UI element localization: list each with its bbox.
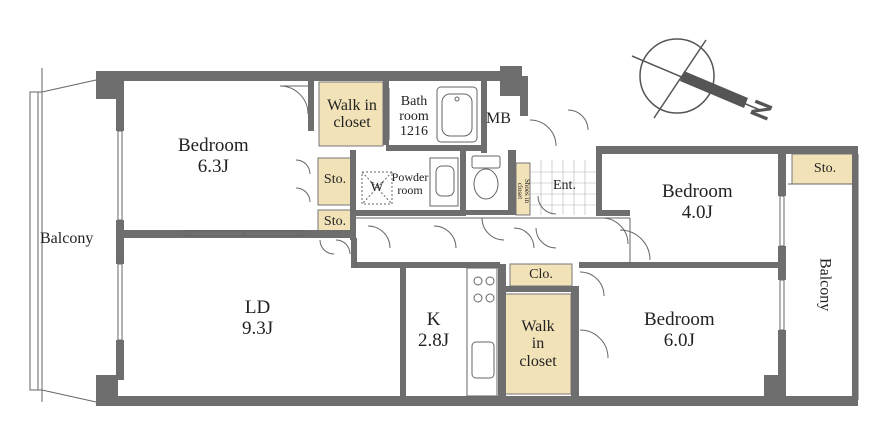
walk-in-closet-nw-line2: closet	[333, 114, 371, 132]
bedroom-se-name: Bedroom	[644, 309, 715, 330]
ld-label: LD 9.3J	[242, 297, 274, 339]
kitchen-name: K	[426, 309, 441, 330]
bedroom-se-size: 6.0J	[663, 329, 695, 351]
thin-lines	[29, 68, 859, 403]
balcony-east-label: Balcony	[816, 257, 834, 312]
kitchen-label: K 2.8J	[418, 309, 450, 351]
storage-c-label: Sto.	[813, 161, 837, 176]
bedroom-nw-label: Bedroom 6.3J	[178, 135, 249, 177]
walk-in-closet-nw-label: Walk in closet	[322, 97, 382, 132]
powder-room-line1: Powder	[391, 170, 429, 184]
bedroom-ne-name: Bedroom	[662, 181, 733, 202]
bedroom-se-label: Bedroom 6.0J	[644, 309, 715, 351]
walk-in-closet-s-line1: Walk	[521, 318, 555, 335]
mb-label: MB	[486, 110, 511, 127]
bathroom-line3: 1216	[400, 124, 428, 140]
balcony-west-label: Balcony	[40, 230, 94, 247]
bedroom-ne-label: Bedroom 4.0J	[662, 181, 733, 223]
shoes-in-closet-label: Shoes in closet	[516, 169, 531, 213]
entrance-label: Ent.	[553, 178, 576, 193]
kitchen-size: 2.8J	[418, 329, 450, 351]
bedroom-nw-size: 6.3J	[197, 155, 229, 177]
walls	[96, 66, 858, 406]
bathroom-label: Bath room 1216	[394, 94, 434, 139]
compass-needle-icon	[680, 71, 748, 108]
bathroom-line1: Bath	[400, 94, 428, 109]
washer-label: W	[370, 180, 384, 195]
ld-size: 9.3J	[242, 317, 274, 339]
bedroom-ne-size: 4.0J	[681, 201, 713, 223]
bedroom-nw-name: Bedroom	[178, 135, 249, 156]
walk-in-closet-s-line2: in	[531, 335, 545, 353]
closet-label: Clo.	[529, 267, 553, 282]
walk-in-closet-s-line3: closet	[519, 352, 557, 370]
walk-in-closet-nw-line1: Walk in	[327, 97, 377, 114]
storage-a-label: Sto.	[323, 172, 347, 187]
entrance-tiles	[530, 160, 597, 215]
powder-room-line2: room	[397, 182, 423, 197]
walk-in-closet-s-label: Walk in closet	[507, 318, 569, 370]
shoes-in-closet-line1: Shoes in	[523, 179, 531, 203]
bathroom-line2: room	[399, 109, 429, 125]
powder-room-label: Powder room	[388, 171, 432, 197]
shoes-in-closet-line2: closet	[516, 182, 524, 200]
storage-b-label: Sto.	[323, 214, 347, 229]
ld-name: LD	[244, 297, 271, 318]
compass	[631, 38, 761, 119]
storage-fills	[317, 81, 858, 395]
